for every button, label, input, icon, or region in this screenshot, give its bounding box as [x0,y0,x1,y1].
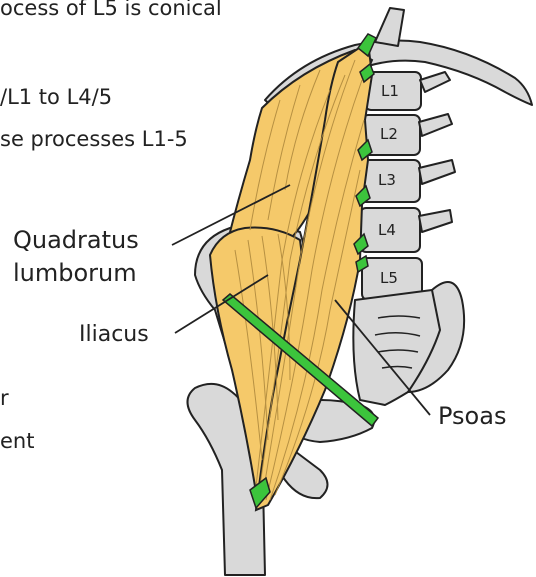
spinous-process-top [375,8,404,46]
label-iliacus: Iliacus [79,322,149,347]
transverse-process-l1 [420,72,450,92]
vertebra-label-l3: L3 [378,171,396,189]
vertebra-label-l2: L2 [380,125,398,143]
side-note-3: se processes L1-5 [0,127,188,151]
label-psoas: Psoas [438,402,506,430]
vertebra-label-l4: L4 [378,221,396,239]
transverse-process-l3 [419,160,455,184]
label-quadratus-line1: Quadratus [13,226,139,254]
sacrum [353,290,442,405]
side-note-1: ocess of L5 is conical [0,0,222,20]
vertebra-label-l5: L5 [380,269,398,287]
vertebra-labels: L1 L2 L3 L4 L5 [378,82,399,287]
side-note-5: ent [0,429,34,453]
label-quadratus-line2: lumborum [13,259,137,287]
side-note-2: /L1 to L4/5 [0,85,112,109]
transverse-process-l2 [419,114,452,136]
side-note-4: r [0,386,9,410]
vertebra-label-l1: L1 [381,82,399,100]
transverse-process-l4 [419,210,452,232]
